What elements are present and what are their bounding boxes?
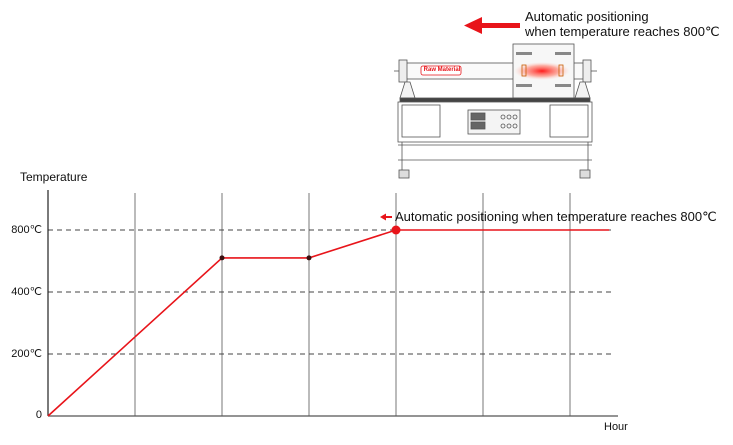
chart-annotation: Automatic positioning when temperature r… [395, 209, 717, 224]
raw-material-tag [420, 65, 462, 76]
data-point-marker [306, 255, 312, 261]
left-arrow-icon [464, 17, 520, 34]
y-tick-label: 0 [35, 409, 42, 421]
x-axis-label: Hour [604, 421, 628, 433]
target-reached-marker [391, 225, 401, 235]
raw-material-label: Raw Material [423, 67, 461, 73]
y-axis-label: Temperature [20, 170, 88, 184]
top-annotation: Automatic positioning when temperature r… [525, 9, 720, 39]
tube-furnace-illustration [394, 17, 597, 179]
temperature-line [47, 229, 610, 417]
top-annotation-line2: when temperature reaches 800℃ [525, 24, 720, 39]
y-tick-label: 400℃ [11, 286, 42, 298]
y-tick-label: 200℃ [11, 348, 42, 360]
furnace-chamber [512, 43, 575, 99]
data-point-marker [219, 255, 225, 261]
furnace-cabinet [397, 97, 593, 179]
callout-arrowhead-icon [380, 213, 386, 221]
y-tick-label: 800℃ [11, 224, 42, 236]
top-annotation-line1: Automatic positioning [525, 9, 649, 24]
